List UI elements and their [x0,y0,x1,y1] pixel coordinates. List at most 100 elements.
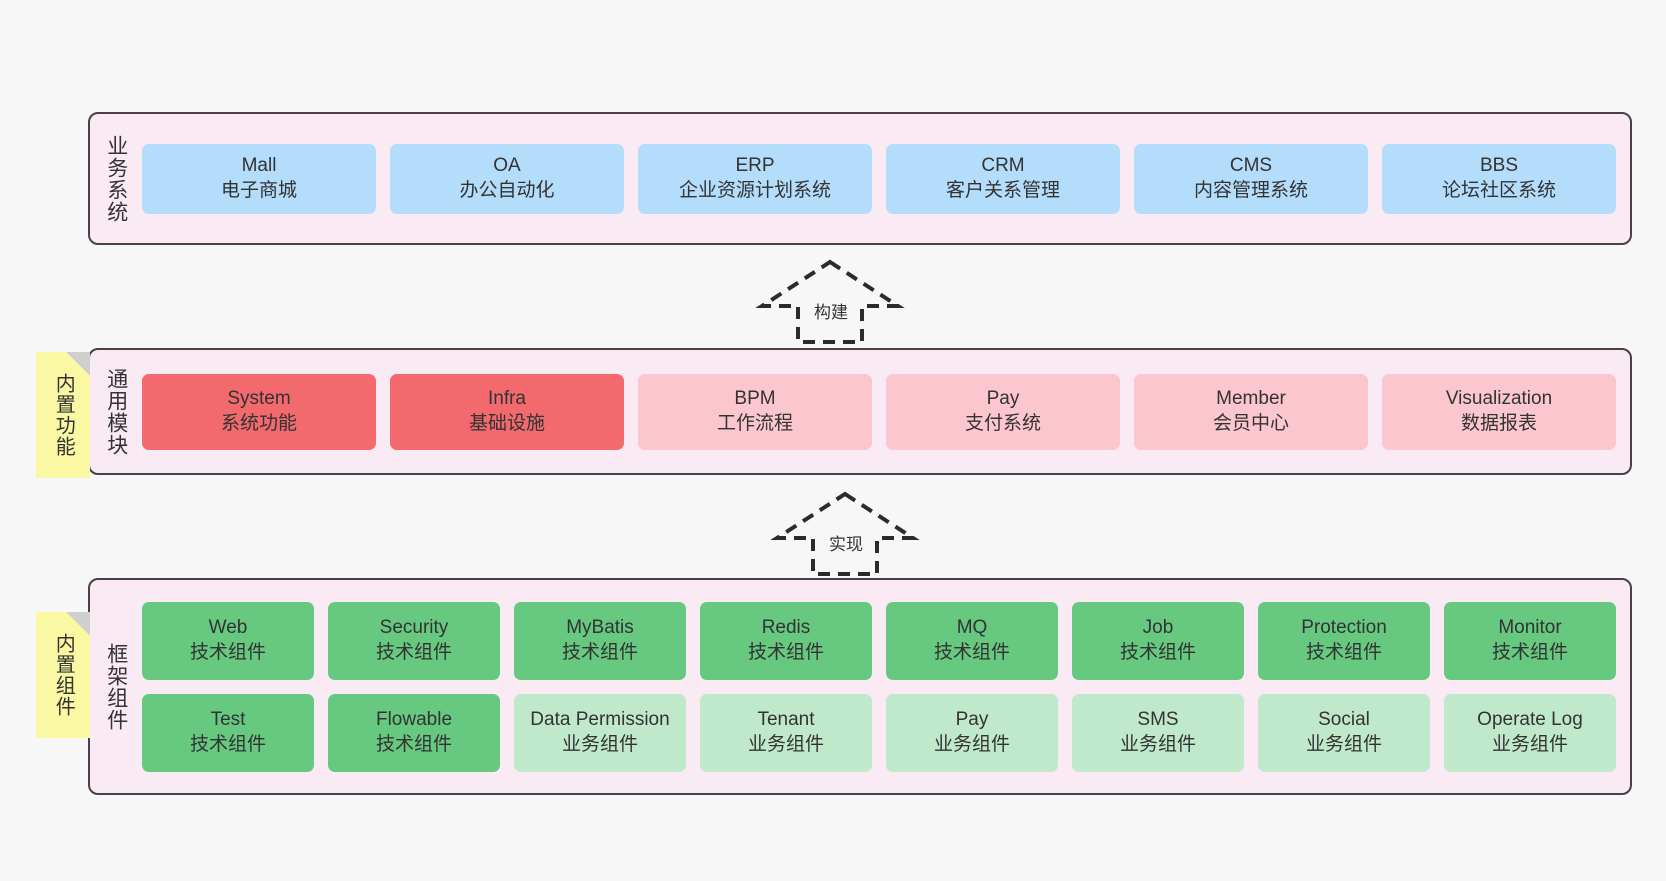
node-title: SMS [1137,708,1179,730]
node-title: Job [1142,616,1174,638]
node-subtitle: 内容管理系统 [1193,179,1308,201]
node-member[interactable]: Member 会员中心 [1134,373,1368,450]
node-title: Operate Log [1477,708,1583,730]
node-subtitle: 数据报表 [1460,412,1537,434]
node-title: BPM [734,387,776,409]
note-fold-corner-icon [66,612,90,636]
node-title: Pay [986,387,1020,409]
node-subtitle: 技术组件 [1491,641,1568,663]
node-title: OA [493,154,521,176]
layer-label-business-system: 业务系统 [104,134,128,223]
node-subtitle: 论坛社区系统 [1441,179,1556,201]
node-subtitle: 办公自动化 [459,179,555,201]
note-built-in-functions: 内置功能 [36,352,90,478]
node-mybatis[interactable]: MyBatis 技术组件 [514,601,686,680]
node-subtitle: 系统功能 [220,412,297,434]
node-bbs[interactable]: BBS 论坛社区系统 [1382,143,1616,214]
node-security[interactable]: Security 技术组件 [328,601,500,680]
node-subtitle: 业务组件 [933,733,1010,755]
node-subtitle: 会员中心 [1212,412,1289,434]
node-title: Data Permission [530,708,670,730]
node-subtitle: 技术组件 [375,641,452,663]
node-subtitle: 企业资源计划系统 [678,179,831,201]
node-subtitle: 业务组件 [1119,733,1196,755]
row-business-components: Test 技术组件 Flowable 技术组件 Data Permission … [142,693,1616,772]
node-subtitle: 技术组件 [561,641,638,663]
node-data-permission[interactable]: Data Permission 业务组件 [514,693,686,772]
node-crm[interactable]: CRM 客户关系管理 [886,143,1120,214]
node-title: Mall [241,154,277,176]
arrow-implement: 实现 [765,490,925,578]
node-title: ERP [735,154,775,176]
node-mq[interactable]: MQ 技术组件 [886,601,1058,680]
layer-framework-components: 框架组件 Web 技术组件 Security 技术组件 MyBatis 技术组件… [88,578,1632,795]
layer-label-framework-components: 框架组件 [104,642,128,731]
layer-body-common-modules: System 系统功能 Infra 基础设施 BPM 工作流程 Pay 支付系统… [142,350,1630,473]
node-title: Security [379,616,449,638]
node-title: BBS [1479,154,1519,176]
node-oa[interactable]: OA 办公自动化 [390,143,624,214]
node-title: MQ [956,616,988,638]
node-title: Infra [487,387,527,409]
node-subtitle: 客户关系管理 [945,179,1060,201]
node-title: Pay [955,708,989,730]
node-subtitle: 技术组件 [375,733,452,755]
generalization-arrow-icon [755,259,905,344]
node-redis[interactable]: Redis 技术组件 [700,601,872,680]
node-subtitle: 技术组件 [933,641,1010,663]
node-subtitle: 支付系统 [964,412,1041,434]
node-visualization[interactable]: Visualization 数据报表 [1382,373,1616,450]
layer-body-business-system: Mall 电子商城 OA 办公自动化 ERP 企业资源计划系统 CRM 客户关系… [142,114,1630,243]
node-subtitle: 基础设施 [468,412,545,434]
node-title: CRM [981,154,1025,176]
node-title: Web [208,616,248,638]
arrow-build: 构建 [750,258,910,346]
node-subtitle: 技术组件 [747,641,824,663]
note-fold-corner-icon [66,352,90,376]
node-title: Member [1216,387,1286,409]
node-subtitle: 业务组件 [1305,733,1382,755]
node-tenant[interactable]: Tenant 业务组件 [700,693,872,772]
note-label: 内置功能 [52,373,75,457]
node-monitor[interactable]: Monitor 技术组件 [1444,601,1616,680]
node-test[interactable]: Test 技术组件 [142,693,314,772]
node-system[interactable]: System 系统功能 [142,373,376,450]
layer-common-modules: 通用模块 System 系统功能 Infra 基础设施 BPM 工作流程 Pay… [88,348,1632,475]
node-job[interactable]: Job 技术组件 [1072,601,1244,680]
node-pay-component[interactable]: Pay 业务组件 [886,693,1058,772]
node-title: Test [210,708,246,730]
node-operate-log[interactable]: Operate Log 业务组件 [1444,693,1616,772]
note-built-in-components: 内置组件 [36,612,90,738]
node-title: Redis [761,616,811,638]
node-subtitle: 电子商城 [220,179,297,201]
row-tech-components: Web 技术组件 Security 技术组件 MyBatis 技术组件 Redi… [142,601,1616,680]
node-title: Flowable [375,708,453,730]
node-subtitle: 技术组件 [1305,641,1382,663]
node-protection[interactable]: Protection 技术组件 [1258,601,1430,680]
node-cms[interactable]: CMS 内容管理系统 [1134,143,1368,214]
node-subtitle: 工作流程 [716,412,793,434]
node-subtitle: 技术组件 [189,733,266,755]
node-bpm[interactable]: BPM 工作流程 [638,373,872,450]
note-label: 内置组件 [52,633,75,717]
node-web[interactable]: Web 技术组件 [142,601,314,680]
node-erp[interactable]: ERP 企业资源计划系统 [638,143,872,214]
node-social[interactable]: Social 业务组件 [1258,693,1430,772]
node-subtitle: 业务组件 [1491,733,1568,755]
node-title: Monitor [1498,616,1562,638]
row-business-systems: Mall 电子商城 OA 办公自动化 ERP 企业资源计划系统 CRM 客户关系… [142,143,1616,214]
layer-business-system: 业务系统 Mall 电子商城 OA 办公自动化 ERP 企业资源计划系统 CRM… [88,112,1632,245]
layer-body-framework-components: Web 技术组件 Security 技术组件 MyBatis 技术组件 Redi… [142,580,1630,793]
node-title: MyBatis [566,616,634,638]
node-title: Visualization [1445,387,1553,409]
node-pay-module[interactable]: Pay 支付系统 [886,373,1120,450]
arrow-implement-label: 实现 [827,530,865,555]
node-subtitle: 技术组件 [1119,641,1196,663]
layer-label-common-modules: 通用模块 [104,367,128,456]
node-mall[interactable]: Mall 电子商城 [142,143,376,214]
node-flowable[interactable]: Flowable 技术组件 [328,693,500,772]
node-infra[interactable]: Infra 基础设施 [390,373,624,450]
node-title: CMS [1229,154,1273,176]
node-sms[interactable]: SMS 业务组件 [1072,693,1244,772]
arrow-build-label: 构建 [812,298,850,323]
